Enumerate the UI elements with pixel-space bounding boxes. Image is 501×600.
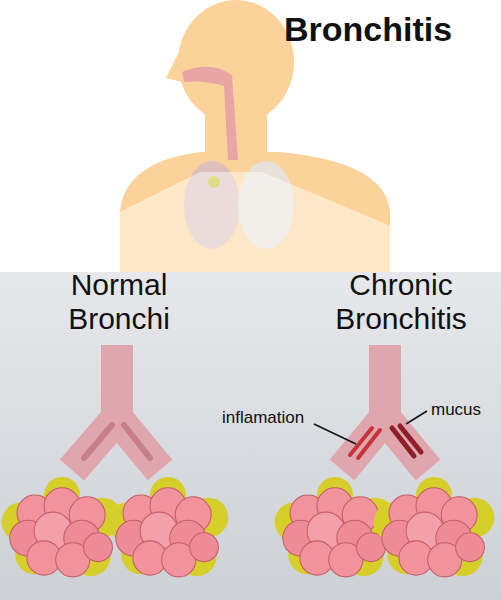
alveoli-cluster [108,477,229,577]
alveoli-cluster [374,477,495,577]
alveoli-cluster [2,477,123,577]
airway [182,67,238,160]
mucus-plug [392,426,421,456]
chronic-trachea [342,345,428,470]
nose [166,50,182,82]
callout-label: mucus [431,400,481,419]
normal-lumen [84,425,150,458]
leader-line [314,424,356,444]
head [178,0,294,124]
zoom-funnel [0,172,501,272]
callout-label: inflamation [222,408,304,427]
leader-line [406,411,427,424]
panel-heading: Chronic Bronchitis [308,268,494,335]
panel-heading: Normal Bronchi [28,268,210,335]
diagram-title: Bronchitis [284,10,452,49]
normal-trachea [72,345,160,470]
